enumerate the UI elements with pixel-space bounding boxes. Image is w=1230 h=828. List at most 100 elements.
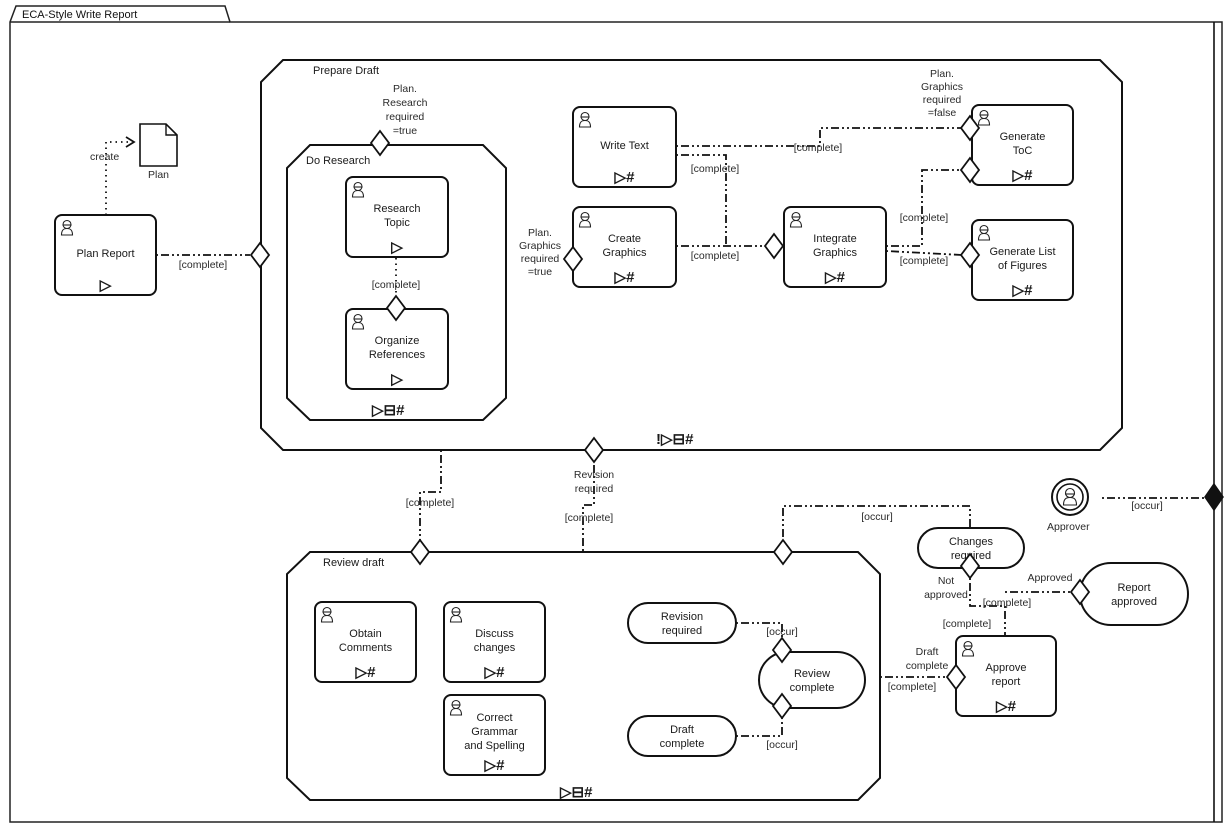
task-label: Organize <box>375 335 420 347</box>
subprocess-review-draft[interactable]: Review draft ▷⊟# <box>286 551 881 801</box>
subprocess-border <box>260 59 1123 451</box>
create-association <box>105 141 132 215</box>
subprocess-do-research[interactable]: Do Research ▷⊟# <box>286 144 507 421</box>
edge-label-occur: [occur] <box>766 626 798 638</box>
flow-revision-required <box>582 460 595 552</box>
condition-label: Not <box>938 575 954 587</box>
gateway-toc-condition[interactable] <box>959 114 981 142</box>
user-icon <box>578 211 592 228</box>
task-label: of Figures <box>998 260 1047 272</box>
event-label: Revision <box>661 611 703 623</box>
diagram-title: ECA-Style Write Report <box>22 9 137 21</box>
edge-label-complete: [complete] <box>179 259 228 271</box>
task-label: Generate List <box>989 246 1055 258</box>
edge-label-occur: [occur] <box>766 739 798 751</box>
user-icon <box>60 219 74 236</box>
condition-label: required <box>386 111 425 123</box>
arrow-head-icon <box>125 136 136 148</box>
task-label: Correct <box>476 712 512 724</box>
edge-label-complete: [complete] <box>983 597 1032 609</box>
task-label: Graphics <box>813 247 858 259</box>
condition-label: Plan. <box>393 83 417 95</box>
edge-label-complete: [complete] <box>691 163 740 175</box>
condition-label: Graphics <box>921 81 963 93</box>
gateway-organize-entry[interactable] <box>385 294 407 322</box>
user-icon <box>961 640 975 657</box>
condition-label: =false <box>928 107 956 119</box>
task-box <box>443 694 546 776</box>
gateway-report-approved[interactable] <box>1069 578 1091 606</box>
condition-label: Research <box>383 97 428 109</box>
gateway-approver-filled[interactable] <box>1204 482 1224 512</box>
edge-label-complete: [complete] <box>372 279 421 291</box>
edge-label-complete: [complete] <box>794 142 843 154</box>
edge-label-complete: [complete] <box>900 212 949 224</box>
gateway-review-entry[interactable] <box>409 538 431 566</box>
task-box <box>783 206 887 288</box>
participant-approver[interactable]: Approver <box>1047 478 1090 533</box>
subprocess-prepare-draft[interactable]: Prepare Draft !▷⊟# <box>260 59 1123 451</box>
subprocess-label: Do Research <box>306 155 370 167</box>
event-label: Review <box>794 668 830 680</box>
task-label: Approve <box>986 662 1027 674</box>
edge-label-complete: [complete] <box>406 497 455 509</box>
edge-label-complete: [complete] <box>888 681 937 693</box>
gateway-integrate-entry[interactable] <box>763 232 785 260</box>
subprocess-border <box>286 551 881 801</box>
gateway-revision[interactable] <box>583 436 605 464</box>
condition-label: Draft <box>916 646 939 658</box>
task-label: Integrate <box>813 233 856 245</box>
task-box <box>443 601 546 683</box>
gateway-prepare-entry[interactable] <box>249 241 271 269</box>
task-markers: ▷ <box>99 277 113 294</box>
flow-changes-required <box>782 505 971 542</box>
gateway-review-complete-bottom[interactable] <box>771 692 793 720</box>
gateway-toc-entry[interactable] <box>959 156 981 184</box>
event-shape <box>627 715 737 757</box>
subprocess-markers: ▷⊟# <box>559 784 593 801</box>
subprocess-markers: !▷⊟# <box>656 431 694 448</box>
labels: Plan.Researchrequired=truePlan.Graphicsr… <box>179 68 1163 751</box>
user-icon <box>1062 487 1078 506</box>
gateways <box>249 114 1224 720</box>
gateway-research-condition[interactable] <box>369 129 391 157</box>
user-icon <box>977 224 991 241</box>
task-write-text[interactable]: Write Text▷# <box>572 106 677 188</box>
edge-label-occur: [occur] <box>1131 500 1163 512</box>
condition-label: Approved <box>1028 572 1073 584</box>
subprocess-markers: ▷⊟# <box>371 402 405 419</box>
artifact-plan[interactable]: Plan create <box>90 123 178 181</box>
task-box <box>314 601 417 683</box>
gateway-review-complete-top[interactable] <box>771 636 793 664</box>
gateway-changes-required[interactable] <box>959 552 981 580</box>
gateway-review-occur[interactable] <box>772 538 794 566</box>
task-plan-report[interactable]: Plan Report▷ <box>54 214 157 296</box>
event-revision-required[interactable]: Revision required <box>627 602 737 644</box>
edge-label-complete: [complete] <box>943 618 992 630</box>
event-label: required <box>662 625 702 637</box>
flow-write-to-integrate <box>676 154 727 246</box>
event-shape <box>627 602 737 644</box>
document-icon <box>139 123 178 167</box>
subprocess-label: Review draft <box>323 557 384 569</box>
gateway-approve-entry[interactable] <box>945 663 967 691</box>
gateway-create-graphics[interactable] <box>562 245 584 273</box>
connectors <box>105 22 1215 822</box>
edge-label-complete: [complete] <box>565 512 614 524</box>
gateway-lof-entry[interactable] <box>959 241 981 269</box>
